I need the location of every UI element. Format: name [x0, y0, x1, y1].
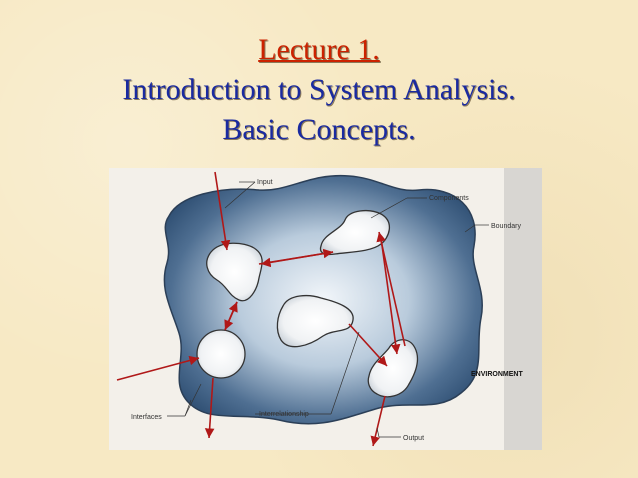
input-arrow [214, 171, 231, 251]
arrow-bottomright-up [376, 231, 406, 347]
label-boundary: Boundary [491, 223, 521, 230]
label-environment: ENVIRONMENT [471, 371, 523, 378]
component-left-circle [196, 329, 246, 379]
arrow-circle-to-topleft [224, 301, 238, 331]
arrow-topright-down [380, 237, 401, 355]
component-bottom-right [367, 339, 419, 398]
label-output: Output [403, 435, 424, 442]
arrow-topright-to-topleft [260, 251, 334, 268]
label-leaders [167, 181, 489, 438]
label-components: Components [429, 195, 469, 202]
label-input: Input [257, 179, 273, 186]
page-edge-shadow [504, 168, 542, 450]
slide-title: Lecture 1. Introduction to System Analys… [0, 30, 638, 150]
subtopic-heading: Basic Concepts. [222, 113, 416, 146]
arrow-circle-down [204, 377, 215, 439]
system-diagram-svg: Input Components Boundary ENVIRONMENT In… [109, 168, 542, 450]
topic-heading: Introduction to System Analysis. [122, 73, 516, 106]
component-center [276, 294, 354, 348]
label-interrelationship: Interrelationship [259, 411, 309, 418]
label-interfaces: Interfaces [131, 414, 162, 421]
flow-arrows [116, 171, 406, 447]
arrow-center-to-bottomright [348, 323, 388, 367]
component-top-left [206, 242, 263, 302]
arrow-env-to-circle [116, 355, 200, 381]
lecture-heading: Lecture 1. [258, 33, 380, 66]
output-arrow [370, 395, 386, 447]
system-diagram: Input Components Boundary ENVIRONMENT In… [109, 168, 542, 450]
